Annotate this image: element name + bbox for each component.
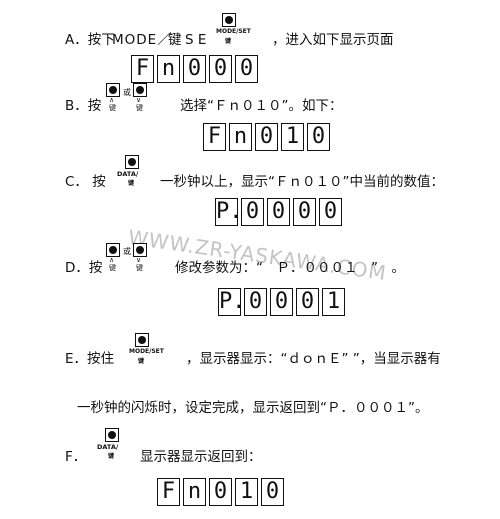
step-f-prefix: F． [65,449,87,465]
up-key-b[interactable]: ∧ 键 [106,83,120,112]
digit: 1 [326,289,341,314]
data-button-icon [125,155,139,169]
step-b-suffix: 选择“Ｆｎ０１０”。如下： [180,98,343,114]
step-e-prefix: E．按住 [65,351,115,367]
digit: 0 [259,124,274,149]
digit: 0 [297,199,312,224]
up-button-icon [106,83,120,97]
up-button-icon [106,243,120,257]
or-label: 或 [123,88,131,97]
step-d-suffix: 修改参数为：“ Ｐ．０００１ ” 。 [175,260,405,276]
down-key-d[interactable]: ∨ 键 [133,243,147,272]
mode-set-caption: MODE/SET [216,28,251,35]
data-key-label: 键 [108,453,115,460]
digit: 0 [239,56,254,81]
digit: F [207,124,222,149]
watermark: WWW.ZR-YASKAWA.COM [126,225,389,286]
mode-set-key-e[interactable]: MODE/SET 键 [129,333,164,365]
step-e-line2: 一秒钟的闪烁时，设定完成，显示返回到“Ｐ．０００１”。 [77,400,429,416]
display-p0000: P. 0 0 0 0 [215,198,342,226]
digit: 0 [300,289,315,314]
digit: 0 [265,479,280,504]
step-a-mode-text: MODE／ [112,32,172,48]
digit: 0 [311,124,326,149]
step-c-suffix: 一秒钟以上，显示“Ｆｎ０１０”中当前的数值： [160,174,444,190]
step-a-suffix: ，进入如下显示页面 [272,32,394,48]
down-arrow-icon: ∨ [136,96,142,104]
digit: n [161,56,176,81]
step-b-prefix: B．按 [65,98,102,114]
down-button-icon [133,243,147,257]
data-key-f[interactable]: DATA/ 键 [97,428,119,460]
data-caption: DATA/ [117,170,139,178]
digit: F [135,56,150,81]
digit: n [187,479,202,504]
step-a-key-text: 键 [168,32,182,48]
or-label: 或 [123,247,131,256]
mode-set-caption: MODE/SET [129,348,164,355]
display-fn000: F n 0 0 0 [131,55,258,83]
digit: 1 [239,479,254,504]
step-a-trail-text: S E [185,32,207,48]
step-a-prefix: A．按下 [65,32,115,48]
down-arrow-icon: ∨ [136,256,142,264]
step-f-suffix: 显示器显示返回到： [140,449,262,465]
digit: 1 [285,124,300,149]
data-key-c[interactable]: DATA/ 键 [117,155,139,187]
digit: F [161,479,176,504]
digit: 0 [245,199,260,224]
up-arrow-icon: ∧ [109,256,115,264]
up-arrow-icon: ∧ [109,96,115,104]
digit: P. [216,199,237,224]
digit: n [233,124,248,149]
digit: 0 [187,56,202,81]
digit: 0 [213,479,228,504]
step-e-suffix: ，显示器显示：“ｄｏｎＥ” ”，当显示器有 [186,351,441,367]
digit: 0 [248,289,263,314]
mode-set-key-label: 键 [225,38,232,45]
down-key-b[interactable]: ∨ 键 [133,83,147,112]
display-p0001: P. 0 0 0 1 [218,288,345,316]
down-button-icon [133,83,147,97]
display-fn010: F n 0 1 0 [203,123,330,151]
digit: P. [219,289,240,314]
data-button-icon [105,428,119,442]
step-d-prefix: D．按 [65,260,103,276]
step-c-prefix: C． 按 [65,174,106,190]
up-key-d[interactable]: ∧ 键 [106,243,120,272]
digit: 0 [323,199,338,224]
data-key-label: 键 [128,180,135,187]
down-key-label: 键 [136,264,143,272]
digit: 0 [274,289,289,314]
mode-set-button-icon [135,333,149,347]
mode-set-key-a[interactable]: MODE/SET 键 [216,13,251,45]
display-fn010-return: F n 0 1 0 [157,478,284,506]
mode-set-key-label: 键 [138,358,145,365]
data-caption: DATA/ [97,443,119,451]
up-key-label: 键 [109,104,116,112]
digit: 0 [271,199,286,224]
digit: 0 [213,56,228,81]
mode-set-button-icon [222,13,236,27]
up-key-label: 键 [109,264,116,272]
down-key-label: 键 [136,104,143,112]
